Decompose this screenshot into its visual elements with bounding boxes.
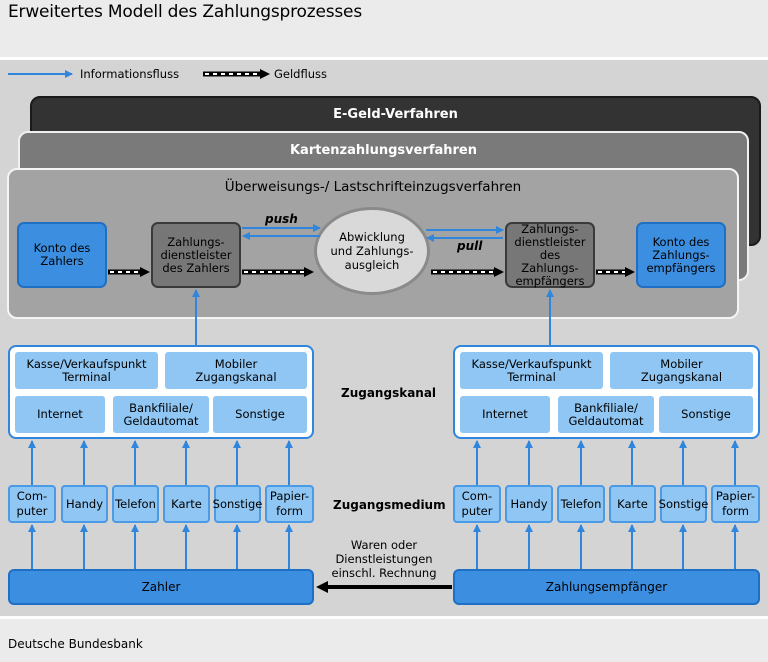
sonstige-kanal-left: Sonstige: [213, 396, 307, 433]
pull-label: pull: [457, 239, 483, 253]
zugangskanal-label: Zugangskanal: [341, 386, 437, 400]
medium-computer-left: Com-puter: [8, 485, 56, 523]
info-party-to-medium-left: [28, 524, 293, 569]
internet-left: Internet: [15, 396, 105, 433]
medium-handy-right: Handy: [505, 485, 553, 523]
medium-handy-left: Handy: [61, 485, 108, 523]
medium-sonstige-left: Sonstige: [213, 485, 262, 523]
money-arrow-abwicklung-to-dl: [431, 267, 504, 277]
bankfiliale-right: Bankfiliale/ Geldautomat: [558, 396, 654, 433]
medium-karte-left: Karte: [163, 485, 210, 523]
zahler-box: Zahler: [8, 569, 314, 605]
mobiler-zugangskanal-right: Mobiler Zugangskanal: [610, 352, 753, 389]
money-arrow-dl-to-konto: [596, 267, 635, 277]
medium-computer-right: Com-puter: [453, 485, 501, 523]
medium-karte-right: Karte: [609, 485, 656, 523]
konto-zahler-box: Konto des Zahlers: [17, 222, 107, 288]
legend-money-label: Geldfluss: [274, 67, 327, 81]
footer-band: [0, 619, 768, 662]
layer-karten-title: Kartenzahlungsverfahren: [289, 143, 477, 158]
medium-papierform-right: Papier-form: [711, 485, 760, 523]
legend-money-arrow: [203, 69, 270, 79]
sonstige-kanal-right: Sonstige: [659, 396, 753, 433]
info-medium-to-kanal-right: [473, 440, 739, 485]
source-label: Deutsche Bundesbank: [8, 637, 143, 651]
medium-papierform-left: Papier-form: [265, 485, 314, 523]
bankfiliale-left: Bankfiliale/ Geldautomat: [113, 396, 209, 433]
dienstleister-zahler-box: Zahlungs-dienstleister des Zahlers: [151, 222, 241, 288]
page-title: Erweitertes Modell des Zahlungsprozesses: [8, 2, 362, 22]
internet-right: Internet: [460, 396, 550, 433]
kasse-terminal-right: Kasse/Verkaufspunkt Terminal: [460, 352, 603, 389]
medium-sonstige-right: Sonstige: [659, 485, 708, 523]
konto-empfaenger-box: Konto des Zahlungs-empfängers: [636, 222, 726, 288]
kasse-terminal-left: Kasse/Verkaufspunkt Terminal: [15, 352, 158, 389]
layer-ueberweisung-title: Überweisungs-/ Lastschrifteinzugsverfahr…: [224, 179, 522, 195]
medium-telefon-left: Telefon: [112, 485, 159, 523]
mobiler-zugangskanal-left: Mobiler Zugangskanal: [165, 352, 307, 389]
abwicklung-ellipse: Abwicklung und Zahlungs-ausgleich: [314, 207, 430, 295]
waren-label: Waren oder Dienstleistungen einschl. Rec…: [331, 538, 437, 580]
layer-egeld-title: E-Geld-Verfahren: [333, 107, 458, 122]
dienstleister-empfaenger-box: Zahlungs-dienstleister des Zahlungs-empf…: [505, 222, 595, 288]
zugangsmedium-label: Zugangsmedium: [333, 498, 446, 512]
legend-info-label: Informationsfluss: [80, 67, 180, 81]
empfaenger-box: Zahlungsempfänger: [453, 569, 760, 605]
money-arrow-konto-to-dl: [108, 267, 150, 277]
title-band: [0, 0, 768, 57]
info-party-to-medium-right: [473, 524, 739, 569]
money-arrow-dl-to-abwicklung: [242, 267, 314, 277]
medium-telefon-right: Telefon: [557, 485, 605, 523]
info-medium-to-kanal-left: [28, 440, 293, 485]
push-label: push: [265, 212, 298, 226]
waren-arrow: [316, 581, 452, 593]
